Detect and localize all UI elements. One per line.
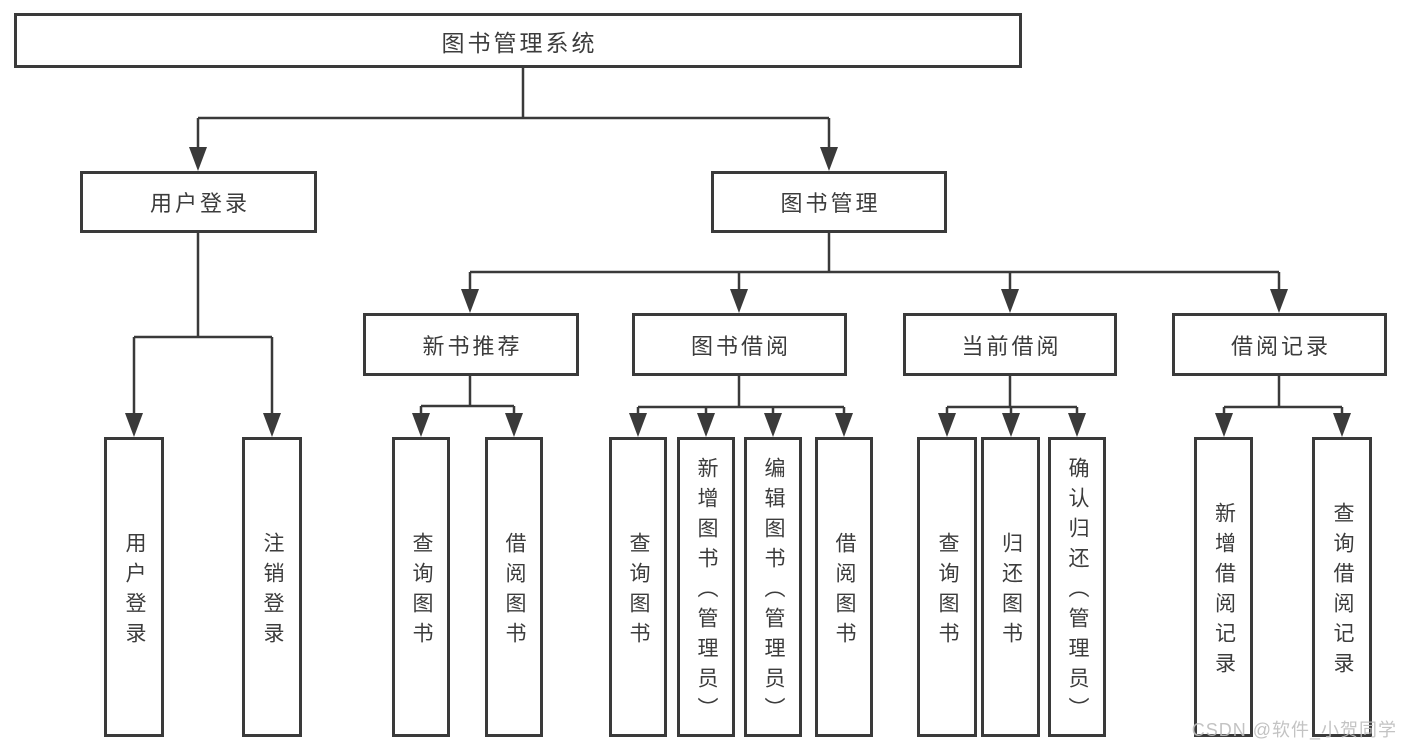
node-leaf-borrow-book-1: 借阅图书 bbox=[485, 437, 543, 737]
node-current-borrowing: 当前借阅 bbox=[903, 313, 1117, 376]
arrowheads bbox=[125, 147, 1351, 437]
node-user-login: 用户登录 bbox=[80, 171, 317, 233]
node-leaf-query-book-2: 查询图书 bbox=[609, 437, 667, 737]
node-leaf-add-borrow-record: 新增借阅记录 bbox=[1194, 437, 1253, 737]
node-borrowing-records: 借阅记录 bbox=[1172, 313, 1387, 376]
node-leaf-query-borrow-record: 查询借阅记录 bbox=[1312, 437, 1372, 737]
node-leaf-return-book: 归还图书 bbox=[981, 437, 1040, 737]
node-leaf-edit-book-admin: 编辑图书（管理员） bbox=[744, 437, 802, 737]
node-leaf-add-book-admin: 新增图书（管理员） bbox=[677, 437, 735, 737]
node-leaf-query-book-1: 查询图书 bbox=[392, 437, 450, 737]
node-library-management-system: 图书管理系统 bbox=[14, 13, 1022, 68]
node-leaf-confirm-return-admin: 确认归还（管理员） bbox=[1048, 437, 1106, 737]
node-leaf-query-book-3: 查询图书 bbox=[917, 437, 977, 737]
node-new-book-recommendation: 新书推荐 bbox=[363, 313, 579, 376]
node-book-management: 图书管理 bbox=[711, 171, 947, 233]
csdn-watermark: CSDN @软件_小贺同学 bbox=[1191, 720, 1397, 740]
node-leaf-logout: 注销登录 bbox=[242, 437, 302, 737]
node-leaf-borrow-book-2: 借阅图书 bbox=[815, 437, 873, 737]
node-leaf-user-login: 用户登录 bbox=[104, 437, 164, 737]
node-book-borrowing: 图书借阅 bbox=[632, 313, 847, 376]
